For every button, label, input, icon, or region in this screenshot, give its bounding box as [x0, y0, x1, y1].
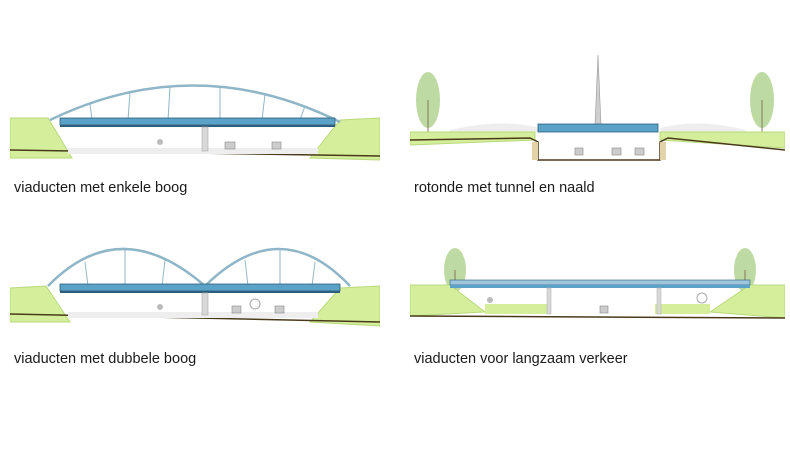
double-arch-illustration [10, 247, 380, 327]
slow-traffic-panel [410, 240, 785, 340]
caption-double-arch: viaducten met dubbele boog [14, 351, 197, 367]
roundabout-illustration [410, 54, 785, 161]
double-arch-panel [10, 230, 380, 340]
vehicle [271, 141, 282, 150]
figure [157, 139, 163, 145]
road-surface [68, 148, 318, 154]
vehicle [574, 147, 584, 156]
right-embankment [308, 117, 380, 161]
figure [249, 298, 261, 310]
bridge-deck [59, 283, 341, 292]
pillar [656, 287, 662, 315]
bridge-deck [449, 279, 751, 286]
vehicle [231, 305, 242, 314]
pillar [546, 287, 552, 315]
bridge-deck [59, 117, 336, 126]
tree-left [416, 72, 440, 135]
single-arch-illustration [10, 84, 380, 161]
arch-left [47, 247, 206, 287]
grass-right [708, 284, 785, 319]
roundabout-panel [410, 50, 785, 175]
arch-hangers [84, 250, 316, 287]
vehicle [224, 141, 236, 150]
left-embankment [10, 117, 73, 159]
single-arch-panel [10, 60, 380, 170]
grass-left [410, 284, 487, 317]
tree-right [750, 72, 774, 135]
caption-roundabout: rotonde met tunnel en naald [414, 180, 595, 196]
ground-line [410, 315, 785, 319]
vehicle [274, 305, 285, 314]
vehicle [599, 305, 609, 314]
left-embankment [10, 285, 71, 323]
grass-right [659, 131, 785, 149]
tunnel [410, 137, 785, 161]
arch [49, 84, 341, 124]
pillar [201, 126, 209, 152]
figure [696, 292, 708, 304]
road-surface [68, 312, 318, 318]
pillar [201, 292, 209, 316]
needle [594, 54, 602, 126]
figure [487, 297, 493, 303]
figure [157, 304, 163, 310]
tunnel-soil [532, 142, 538, 160]
right-embankment [308, 285, 380, 327]
slow-traffic-illustration [410, 248, 785, 319]
vehicle [634, 147, 645, 156]
vehicle [611, 147, 622, 156]
caption-slow-traffic: viaducten voor langzaam verkeer [414, 351, 628, 367]
roundabout-deck [537, 123, 659, 133]
caption-single-arch: viaducten met enkele boog [14, 180, 188, 196]
arch-right [204, 247, 351, 287]
arch-hangers [89, 86, 306, 121]
